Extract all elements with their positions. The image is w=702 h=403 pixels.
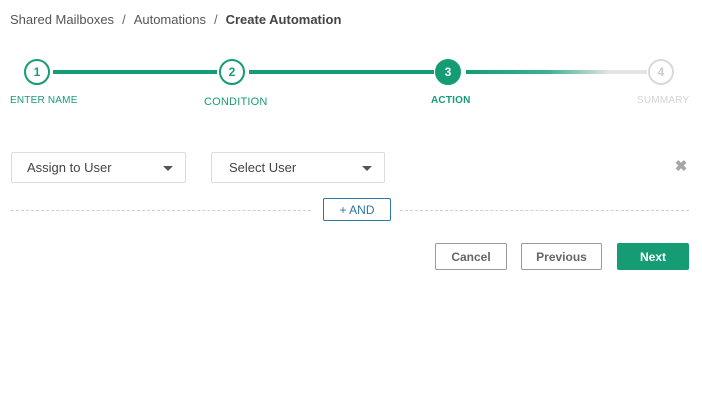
action-type-value: Assign to User [27,160,112,175]
action-type-select[interactable]: Assign to User [11,152,186,183]
breadcrumb-current: Create Automation [225,12,342,27]
breadcrumb-shared-mailboxes[interactable]: Shared Mailboxes [10,12,115,27]
divider-right [400,210,689,211]
wizard-stepper: 1 2 3 4 ENTER NAME CONDITION ACTION SUMM… [0,0,702,120]
close-icon[interactable]: ✖ [674,158,688,175]
divider-left [11,210,311,211]
breadcrumb: Shared Mailboxes / Automations / Create Auto… [10,12,341,27]
user-select[interactable]: Select User [211,152,385,183]
step-1-circle[interactable]: 1 [24,59,50,85]
step-3-circle: 3 [435,59,461,85]
step-2-circle[interactable]: 2 [219,59,245,85]
breadcrumb-automations[interactable]: Automations [133,12,206,27]
step-4-circle: 4 [648,59,674,85]
breadcrumb-separator: / [213,12,218,27]
cancel-button[interactable]: Cancel [435,243,507,270]
step-connector-1 [53,70,217,74]
step-2-label: CONDITION [204,96,268,108]
step-4-label: SUMMARY [637,95,690,106]
user-select-value: Select User [229,160,297,175]
previous-button[interactable]: Previous [521,243,602,270]
step-1-label: ENTER NAME [10,95,78,106]
chevron-down-icon [163,166,173,171]
step-3-label: ACTION [431,95,471,106]
breadcrumb-separator: / [122,12,126,27]
add-and-condition-button[interactable]: + AND [323,198,391,221]
chevron-down-icon [362,166,372,171]
step-connector-3 [466,70,647,74]
next-button[interactable]: Next [617,243,689,270]
step-connector-2 [249,70,434,74]
